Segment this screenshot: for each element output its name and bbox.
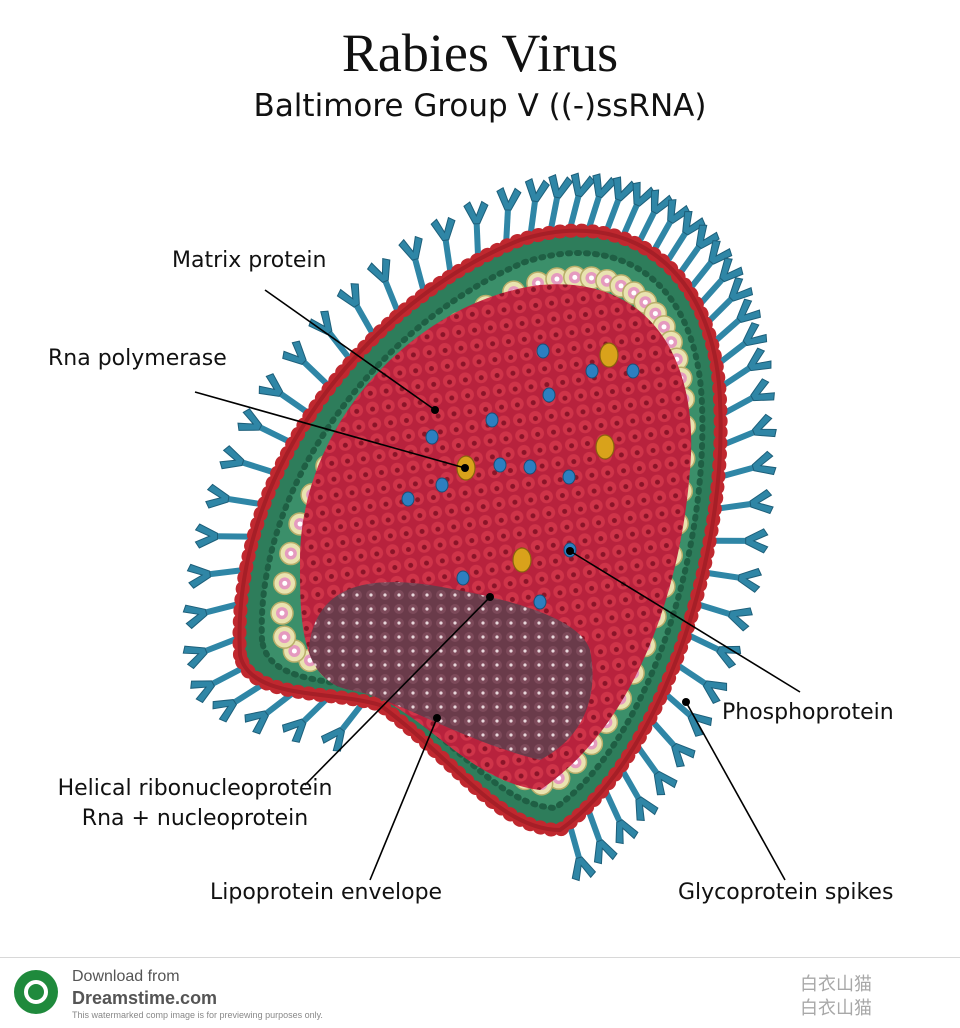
glycoprotein-spike xyxy=(721,450,777,480)
glycoprotein-spike xyxy=(619,769,659,821)
glycoprotein-spike xyxy=(706,567,763,593)
glycoprotein-spike xyxy=(604,176,637,231)
glycoprotein-spike xyxy=(651,199,691,252)
glycoprotein-spike xyxy=(717,322,768,366)
phosphoprotein-particle xyxy=(425,429,439,445)
rna-polymerase-particle xyxy=(599,342,619,368)
phosphoprotein-particle xyxy=(585,363,599,379)
watermark-text-1: 白衣山猫 xyxy=(800,974,872,995)
glycoprotein-spike xyxy=(718,489,774,515)
glycoprotein-spike xyxy=(676,663,728,704)
glycoprotein-spike xyxy=(706,277,754,324)
glycoprotein-spike xyxy=(398,235,427,292)
glycoprotein-spike xyxy=(635,745,678,796)
matrix-protein-bead xyxy=(270,601,294,625)
glycoprotein-spike xyxy=(722,413,777,448)
label-matrix-protein: Matrix protein xyxy=(172,248,327,273)
internal-proteins xyxy=(401,342,640,610)
glycoprotein-spike xyxy=(665,210,706,262)
glycoprotein-spikes xyxy=(182,172,777,882)
glycoprotein-spike xyxy=(586,173,617,229)
phosphoprotein-particle xyxy=(626,363,640,379)
glycoprotein-spike xyxy=(720,347,772,389)
phosphoprotein-particle xyxy=(493,457,507,473)
glycoprotein-spike xyxy=(637,189,674,243)
glycoprotein-spike xyxy=(698,257,744,306)
watermark-text-2: 白衣山猫 xyxy=(800,998,872,1019)
glycoprotein-spike xyxy=(496,186,522,243)
glycoprotein-spike xyxy=(237,408,291,445)
glycoprotein-spike xyxy=(677,224,720,275)
glycoprotein-spike xyxy=(366,257,401,313)
label-rna-polymerase: Rna polymerase xyxy=(48,346,227,371)
glycoprotein-spike xyxy=(585,809,618,865)
matrix-protein-bead xyxy=(279,541,303,566)
phosphoprotein-particle xyxy=(562,469,576,485)
leader-dots xyxy=(431,406,690,722)
rna-polymerase-particle xyxy=(512,547,532,573)
matrix-protein-bead xyxy=(272,625,297,649)
glycoprotein-spike xyxy=(258,373,309,415)
matrix-protein-bead xyxy=(563,265,587,290)
phosphoprotein-particle xyxy=(542,387,556,403)
label-glycoprotein-spikes: Glycoprotein spikes xyxy=(678,880,894,905)
glycoprotein-spike xyxy=(650,719,696,768)
label-phosphoprotein: Phosphoprotein xyxy=(722,700,894,725)
glycoprotein-spike xyxy=(194,523,250,549)
glycoprotein-spike xyxy=(186,563,243,589)
download-from-text: Download from xyxy=(72,968,180,985)
matrix-protein-bead xyxy=(273,571,297,596)
glycoprotein-spike xyxy=(182,601,238,630)
glycoprotein-spike xyxy=(698,601,753,632)
phosphoprotein-particle xyxy=(533,594,547,610)
glycoprotein-spike xyxy=(212,682,264,723)
phosphoprotein-particle xyxy=(456,570,470,586)
watermark-notice: This watermarked comp image is for previ… xyxy=(72,1010,323,1020)
label-helical-line2: Rna + nucleoprotein xyxy=(81,806,309,831)
glycoprotein-spike xyxy=(219,445,275,476)
dreamstime-text: Dreamstime.com xyxy=(72,988,218,1008)
glycoprotein-spike xyxy=(244,691,294,735)
glycoprotein-spike xyxy=(205,483,261,509)
phosphoprotein-particle xyxy=(401,491,415,507)
glycoprotein-spike xyxy=(567,826,597,882)
glycoprotein-spike xyxy=(603,790,639,845)
glycoprotein-spike xyxy=(463,200,489,256)
glycoprotein-spike xyxy=(182,636,237,670)
phosphoprotein-particle xyxy=(485,412,499,428)
leader-lines xyxy=(194,289,801,881)
glycoprotein-spike xyxy=(713,528,769,554)
glycoprotein-spike xyxy=(336,283,376,336)
diagram-title: Rabies Virus xyxy=(341,23,619,83)
glycoprotein-spike xyxy=(621,181,656,236)
phosphoprotein-particle xyxy=(523,459,537,475)
label-lipoprotein-envelope: Lipoprotein envelope xyxy=(210,880,443,905)
dreamstime-logo-icon xyxy=(14,970,58,1014)
glycoprotein-spike xyxy=(281,696,329,743)
glycoprotein-spike xyxy=(713,298,761,344)
glycoprotein-spike xyxy=(567,172,596,228)
virus-diagram xyxy=(182,172,801,882)
glycoprotein-spike xyxy=(430,216,456,273)
glycoprotein-spike xyxy=(548,174,574,230)
phosphoprotein-particle xyxy=(536,343,550,359)
glycoprotein-spike xyxy=(282,340,330,387)
label-helical-line1: Helical ribonucleoprotein xyxy=(57,776,333,801)
phosphoprotein-particle xyxy=(435,477,449,493)
diagram-subtitle: Baltimore Group V ((-)ssRNA) xyxy=(253,88,707,124)
download-footer: Download from Dreamstime.com This waterm… xyxy=(0,957,960,1028)
rna-polymerase-particle xyxy=(595,434,615,460)
glycoprotein-spike xyxy=(722,378,775,416)
glycoprotein-spike xyxy=(190,666,243,704)
glycoprotein-spike xyxy=(524,178,550,234)
